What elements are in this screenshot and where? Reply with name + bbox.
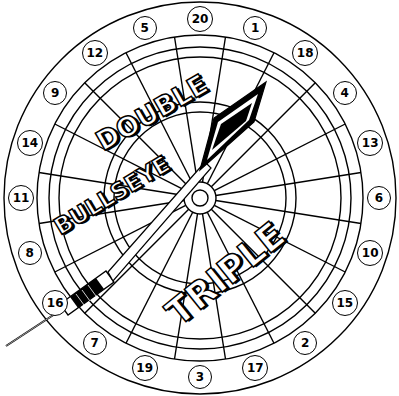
segment-number: 5: [141, 22, 149, 34]
segment-number: 6: [375, 192, 383, 204]
number-circle: 19: [132, 355, 158, 381]
number-circle: 20: [187, 6, 213, 32]
segment-wire: [211, 83, 315, 187]
segment-number: 11: [13, 192, 30, 204]
segment-number: 8: [26, 247, 34, 259]
number-circle: 11: [8, 185, 34, 211]
number-circle: 17: [242, 355, 268, 381]
segment-number: 3: [196, 371, 204, 383]
segment-number: 4: [341, 87, 349, 99]
segment-number: 10: [362, 247, 379, 259]
number-circle: 16: [42, 290, 68, 316]
segment-number: 15: [336, 297, 353, 309]
number-circle: 2: [293, 331, 317, 355]
number-circle: 3: [188, 365, 212, 389]
number-circle: 18: [292, 40, 318, 66]
number-circle: 14: [17, 130, 43, 156]
segment-number: 9: [51, 87, 59, 99]
number-circle: 4: [333, 81, 357, 105]
segment-number: 19: [136, 362, 153, 374]
number-circle: 9: [43, 81, 67, 105]
number-circle: 6: [367, 186, 391, 210]
segment-number: 17: [247, 362, 264, 374]
number-circle: 15: [332, 290, 358, 316]
segment-number: 7: [91, 337, 99, 349]
number-circle: 12: [82, 40, 108, 66]
segment-wire: [216, 173, 361, 196]
segment-number: 20: [192, 13, 209, 25]
number-circle: 7: [83, 331, 107, 355]
segment-wire: [216, 201, 361, 224]
segment-number: 16: [47, 297, 64, 309]
number-circle: 13: [357, 130, 383, 156]
segment-number: 1: [251, 22, 259, 34]
number-circle: 8: [18, 241, 42, 265]
number-circle: 1: [243, 16, 267, 40]
segment-number: 14: [21, 137, 38, 149]
segment-number: 13: [362, 137, 379, 149]
segment-number: 12: [86, 47, 103, 59]
segment-number: 18: [297, 47, 314, 59]
segment-number: 2: [301, 337, 309, 349]
zone-label: TRIPLE: [157, 213, 296, 335]
number-circle: 5: [133, 16, 157, 40]
number-circle: 10: [357, 240, 383, 266]
